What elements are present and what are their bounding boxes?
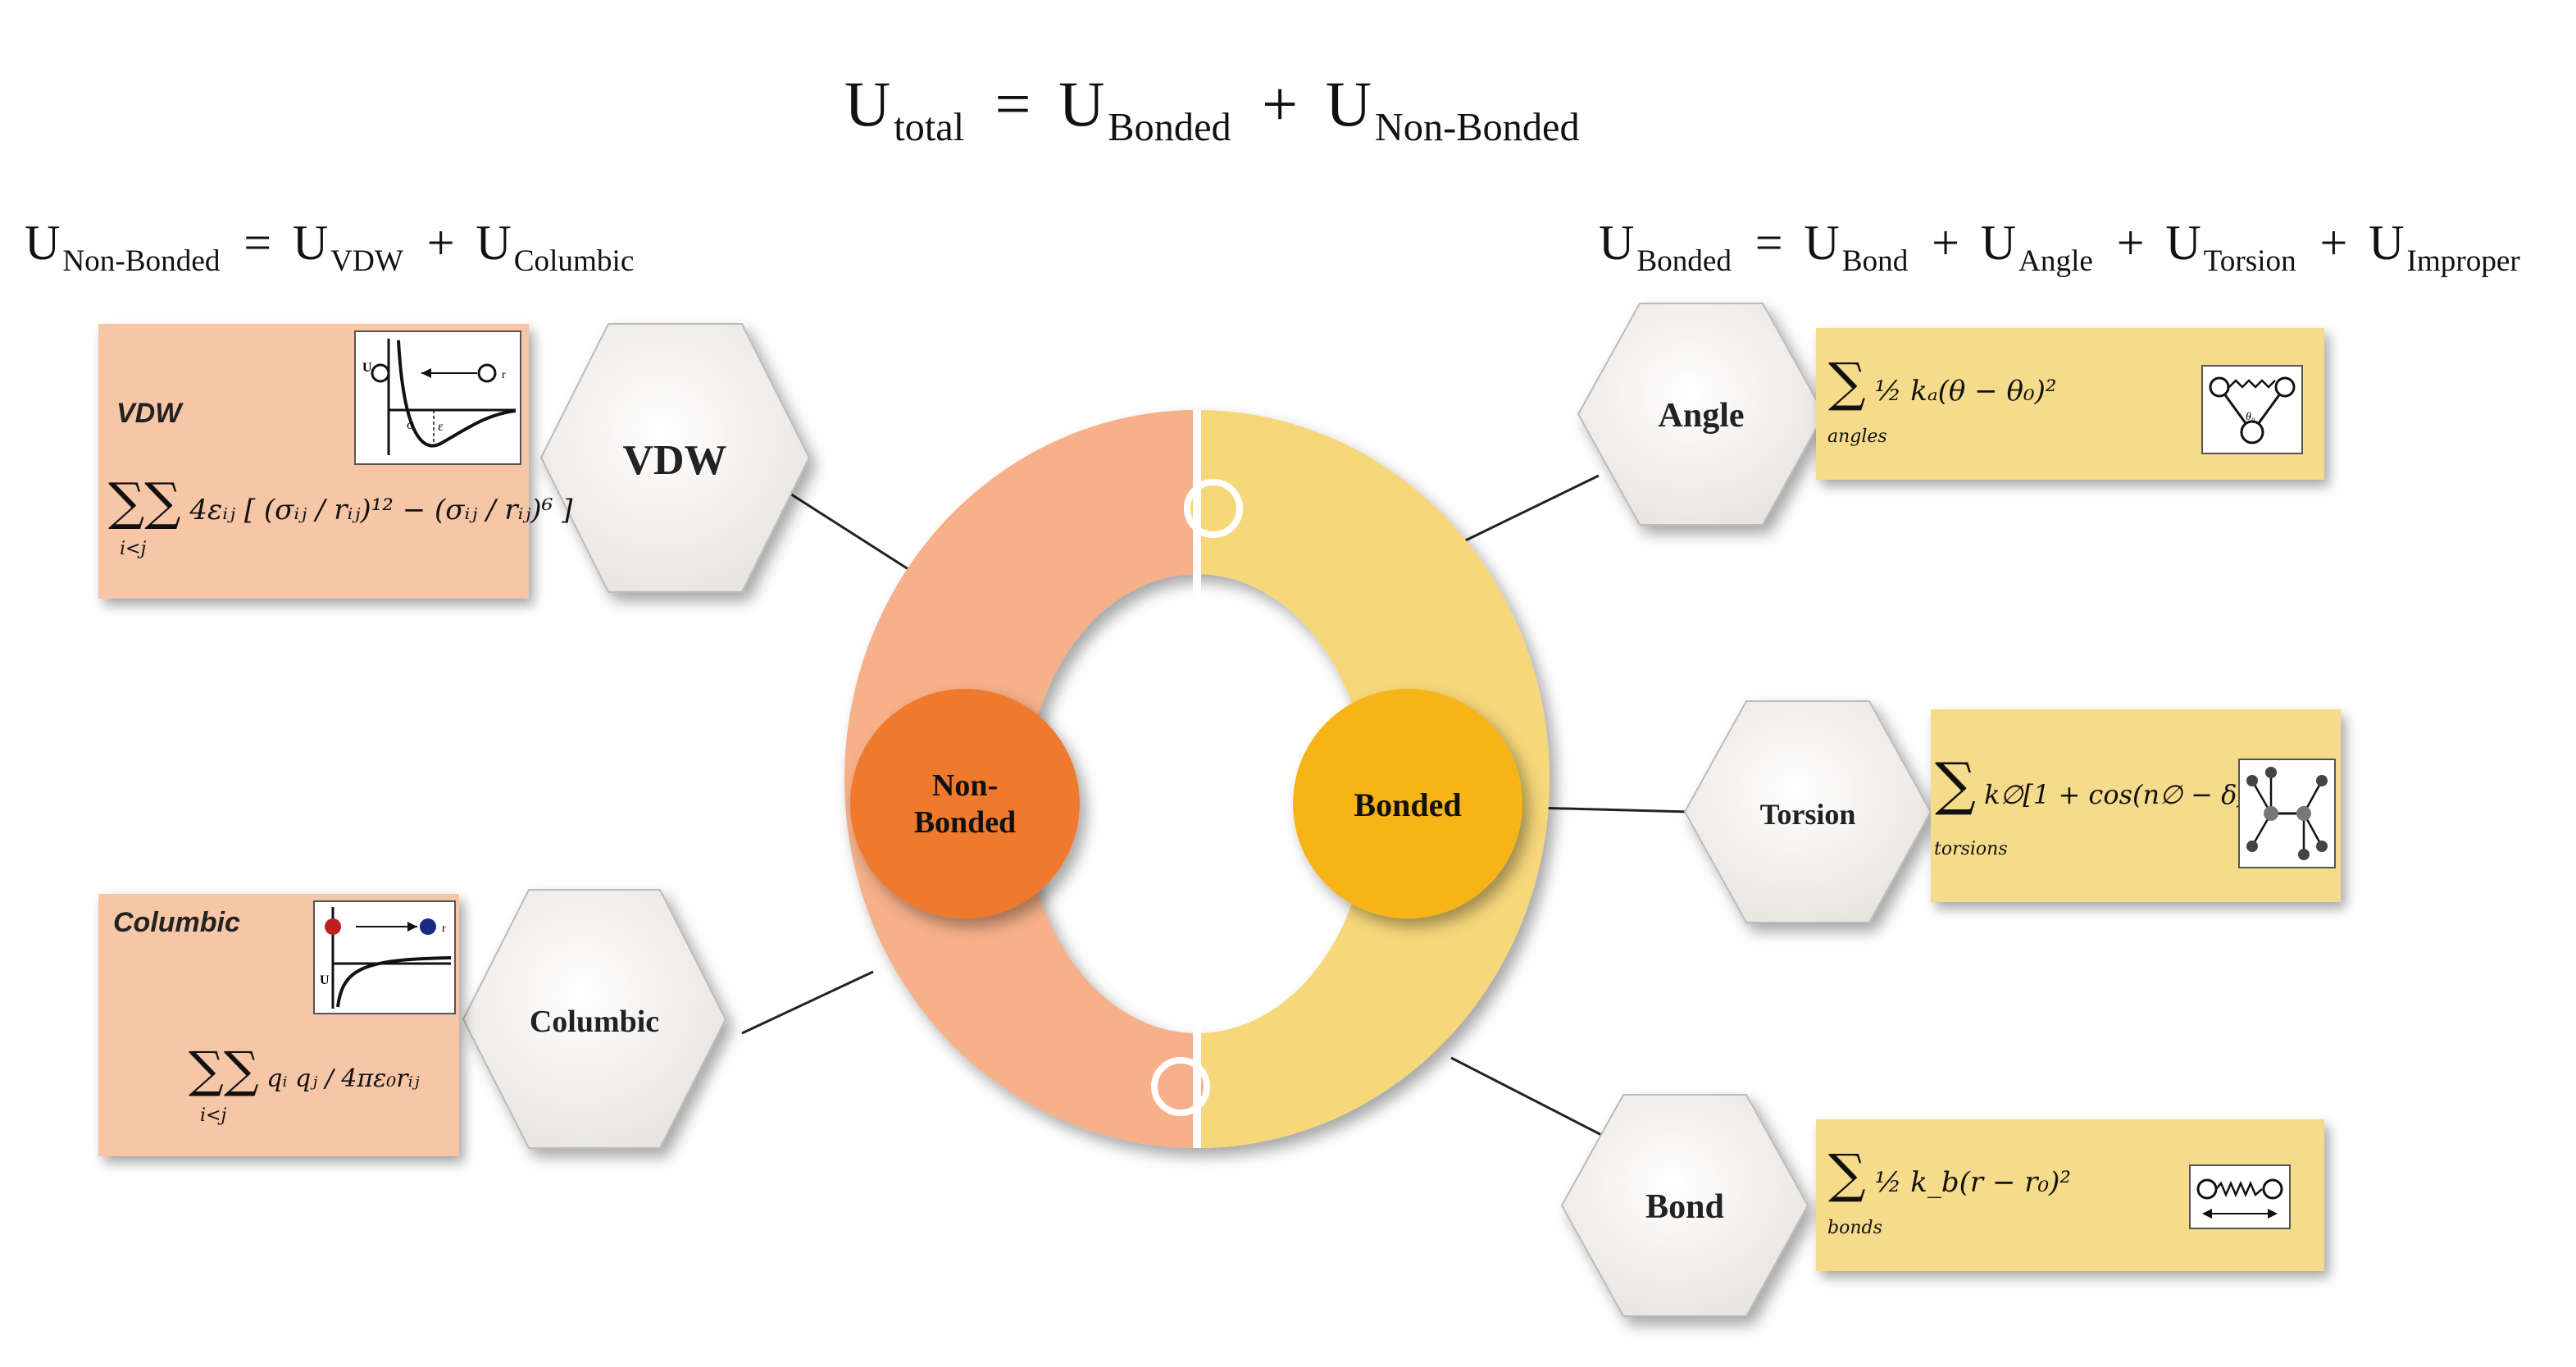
bond-formula-body: ½ k_b(r − r₀)²	[1874, 1166, 2072, 1199]
torsion-sum: ∑	[1935, 750, 1976, 818]
bond-card: ∑ ½ k_b(r − r₀)² bonds	[1816, 1119, 2324, 1271]
ring-left-knob-edge	[1184, 479, 1243, 538]
connector-bond	[1450, 1056, 1612, 1141]
angle-icon-theta: θ₀	[2246, 411, 2255, 423]
torsion-sum-sub: torsions	[1934, 839, 2008, 859]
vdw-plot-epsilon: ε	[438, 420, 444, 434]
hex-columbic	[462, 889, 727, 1149]
bonded-circle	[1293, 689, 1522, 918]
equation-total: Utotal = UBonded + UNon-Bonded	[844, 68, 1580, 150]
torsion-molecule-icon	[2238, 759, 2336, 868]
nonbonded-circle-label-1: Non-	[932, 768, 998, 803]
angle-molecule-icon: θ₀	[2201, 365, 2303, 454]
hex-vdw	[539, 323, 811, 593]
bond-formula: ∑ ½ k_b(r − r₀)²	[1828, 1144, 2071, 1205]
hex-vdw-label: VDW	[622, 437, 726, 484]
angle-formula-body: ½ kₐ(θ − θ₀)²	[1874, 375, 2057, 408]
ring-left-half	[844, 410, 1217, 1148]
hex-bond	[1560, 1094, 1809, 1317]
connector-columbic	[741, 970, 874, 1035]
vdw-card: VDW U σ ε r ∑∑ 4εᵢⱼ [ (σᵢⱼ / rᵢⱼ)¹² − (σ…	[98, 324, 572, 599]
torsion-card: ∑ k∅[1 + cos(n∅ − δ)] torsions	[1931, 709, 2341, 902]
nonbonded-circle	[850, 689, 1080, 918]
angle-card: ∑ ½ kₐ(θ − θ₀)² angles θ₀	[1816, 328, 2324, 480]
equation-nonbonded: UNon-Bonded = UVDW + UColumbic	[25, 216, 635, 279]
hex-torsion-label: Torsion	[1760, 798, 1856, 831]
columbic-card-label: Columbic	[113, 907, 240, 938]
columbic-plot-axis-u: U	[320, 973, 330, 987]
vdw-card-label: VDW	[116, 398, 182, 429]
columbic-plot-axis-r: r	[442, 923, 446, 935]
vdw-plot-axis-r: r	[502, 369, 506, 381]
vdw-sum-sub: i<j	[120, 539, 147, 559]
connector-vdw	[774, 482, 923, 580]
columbic-potential-plot: U r	[313, 900, 456, 1014]
vdw-plot-axis-u: U	[362, 361, 372, 375]
angle-sum: ∑	[1828, 353, 1866, 413]
bond-molecule-icon	[2189, 1164, 2291, 1229]
vdw-formula-body: 4εᵢⱼ [ (σᵢⱼ / rᵢⱼ)¹² − (σᵢⱼ / rᵢⱼ)⁶ ]	[189, 494, 573, 526]
angle-sum-sub: angles	[1827, 426, 1887, 447]
hex-columbic-label: Columbic	[530, 1005, 659, 1039]
columbic-card: Columbic U r ∑∑ qᵢ qⱼ / 4πε₀rᵢⱼ i<j	[98, 894, 459, 1156]
torsion-formula: ∑ k∅[1 + cos(n∅ − δ)]	[1935, 750, 2257, 818]
hex-bond-label: Bond	[1645, 1188, 1724, 1226]
bonded-circle-label: Bonded	[1354, 786, 1461, 823]
columbic-formula-body: qᵢ qⱼ / 4πε₀rᵢⱼ	[266, 1064, 420, 1093]
nonbonded-circle-label-2: Bonded	[914, 805, 1017, 840]
hex-angle-label: Angle	[1659, 397, 1745, 435]
vdw-potential-plot: U σ ε r	[354, 330, 521, 465]
torsion-formula-body: k∅[1 + cos(n∅ − δ)]	[1984, 779, 2258, 810]
bond-sum-sub: bonds	[1827, 1218, 1882, 1238]
vdw-sum: ∑∑	[108, 472, 181, 531]
connector-angle	[1446, 474, 1600, 551]
vdw-formula: ∑∑ 4εᵢⱼ [ (σᵢⱼ / rᵢⱼ)¹² − (σᵢⱼ / rᵢⱼ)⁶ ]	[108, 472, 572, 531]
equation-bonded: UBonded = UBond + UAngle + UTorsion + UI…	[1599, 216, 2520, 279]
vdw-plot-sigma: σ	[407, 418, 414, 432]
bond-sum: ∑	[1828, 1144, 1866, 1205]
connector-lines	[741, 474, 1690, 1141]
columbic-sum: ∑∑	[189, 1041, 259, 1099]
ring-right-knob-edge	[1151, 1057, 1210, 1116]
columbic-sum-sub: i<j	[200, 1105, 227, 1126]
angle-formula: ∑ ½ kₐ(θ − θ₀)²	[1828, 353, 2056, 413]
connector-torsion	[1532, 806, 1690, 813]
columbic-formula: ∑∑ qᵢ qⱼ / 4πε₀rᵢⱼ	[189, 1041, 420, 1099]
